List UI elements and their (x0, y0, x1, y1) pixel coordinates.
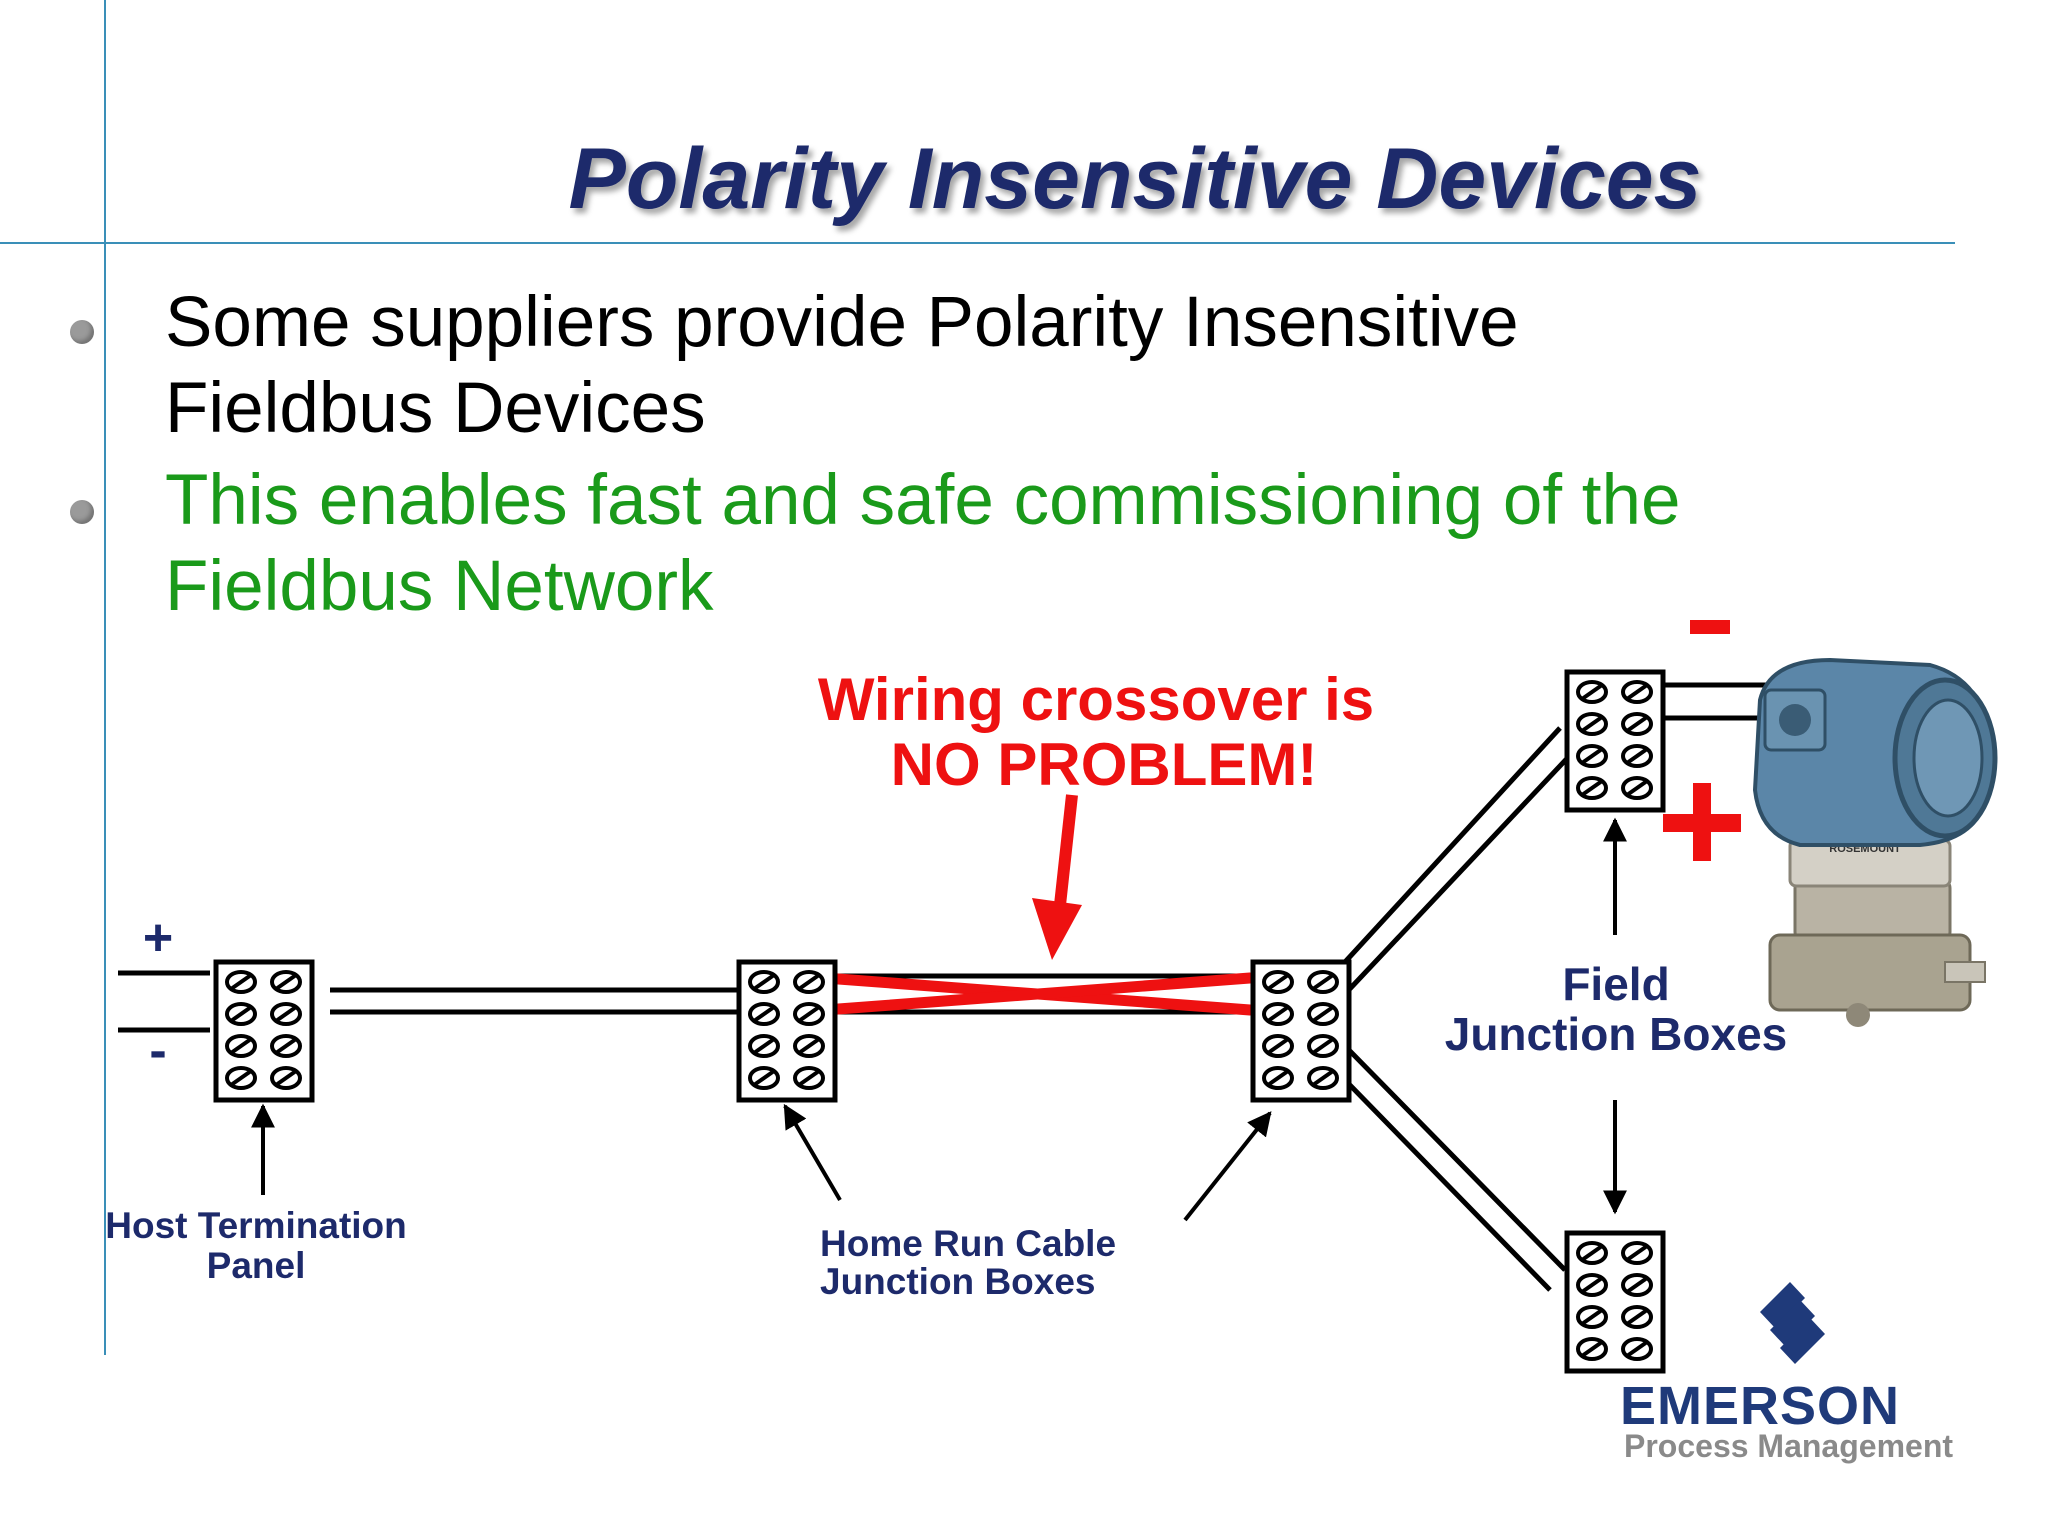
host-termination-label-line-1: Host Termination (105, 1205, 407, 1246)
device-plus-marker (1663, 783, 1741, 861)
bullet-2-line-2: Fieldbus Network (165, 547, 714, 626)
spur-cables (1343, 682, 1780, 1292)
crossover-callout-arrow (1032, 794, 1082, 960)
terminal-block-icon (1567, 1233, 1663, 1371)
crossover-text-line-2: NO PROBLEM! (891, 731, 1318, 798)
pressure-transmitter-icon: ROSEMOUNT (1752, 657, 1998, 1027)
crossover-text-line-1: Wiring crossover is (818, 666, 1374, 733)
terminal-block-icon (216, 962, 312, 1100)
home-run-label-line-1: Home Run Cable (820, 1223, 1116, 1264)
home-run-label-line-2: Junction Boxes (820, 1261, 1096, 1302)
host-plus-label: + (143, 909, 173, 967)
bullet-1-line-2: Fieldbus Devices (165, 369, 706, 448)
terminal-block-icon (1253, 962, 1349, 1100)
bullet-2-line-1: This enables fast and safe commissioning… (165, 461, 1681, 540)
field-junction-label-line-1: Field (1562, 958, 1669, 1010)
bullet-1-line-1: Some suppliers provide Polarity Insensit… (165, 283, 1519, 362)
horizontal-rule (0, 242, 1955, 244)
pointer-arrows (251, 817, 1627, 1222)
home-run-cable (330, 987, 745, 1015)
host-termination-label-line-2: Panel (207, 1245, 306, 1286)
host-minus-label: - (149, 1022, 166, 1080)
device-minus-marker (1690, 620, 1730, 634)
process-management-text: Process Management (1624, 1428, 1954, 1464)
terminal-block-icon (739, 962, 835, 1100)
host-leads (118, 970, 210, 1033)
vertical-rule (104, 0, 106, 1355)
terminal-block-icon (1567, 672, 1663, 810)
emerson-brand: EMERSON (1620, 1376, 1901, 1436)
field-junction-label-line-2: Junction Boxes (1445, 1008, 1788, 1060)
bullet-dot-2 (70, 500, 94, 524)
trunk-cable (830, 973, 1255, 1015)
emerson-logo-icon (1760, 1282, 1825, 1364)
bullet-dot-1 (70, 320, 94, 344)
slide-title: Polarity Insensitive Devices (568, 131, 1702, 227)
crossover-wires (819, 972, 1256, 1016)
